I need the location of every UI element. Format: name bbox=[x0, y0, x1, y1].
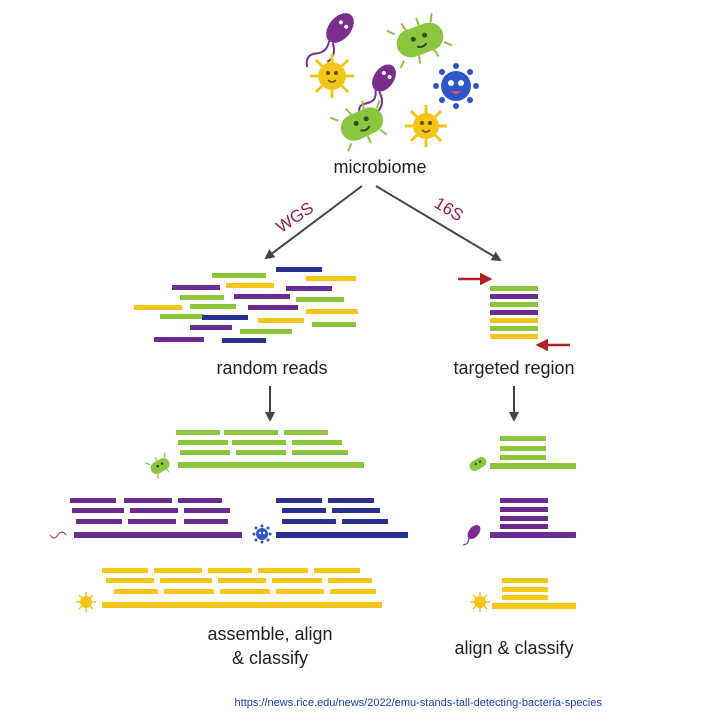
random-reads-label: random reads bbox=[216, 358, 327, 378]
wgs-assembly-purple bbox=[70, 498, 242, 538]
wgs-assembly-green bbox=[176, 430, 364, 468]
wgs-assembly-navy bbox=[276, 498, 408, 538]
16s-align-purple bbox=[490, 498, 576, 538]
16s-branch-label: 16S bbox=[431, 193, 467, 225]
16s-align-green bbox=[490, 436, 576, 469]
yellow-spiky-bacterium-icon bbox=[76, 592, 96, 612]
purple-flagellate-icon bbox=[49, 531, 67, 539]
green-rod-bacterium-icon bbox=[330, 99, 388, 152]
purple-flagellate-icon bbox=[462, 525, 481, 546]
random-reads-cluster bbox=[134, 267, 358, 343]
yellow-spiky-bacterium-icon bbox=[310, 54, 354, 98]
microbiome-label: microbiome bbox=[333, 157, 426, 177]
16s-align-yellow bbox=[492, 578, 576, 609]
wgs-branch-label: WGS bbox=[273, 198, 317, 236]
blue-virus-icon bbox=[252, 524, 272, 544]
yellow-spiky-bacterium-icon bbox=[470, 592, 490, 612]
targeted-region-label: targeted region bbox=[453, 358, 574, 378]
green-rod-bacterium-icon bbox=[386, 13, 453, 69]
classify-label: & classify bbox=[232, 648, 308, 668]
green-rod-bacterium-icon bbox=[145, 452, 170, 479]
source-credit-link[interactable]: https://news.rice.edu/news/2022/emu-stan… bbox=[235, 697, 603, 709]
targeted-region-stack bbox=[490, 286, 538, 339]
wgs-assembly-yellow bbox=[102, 568, 382, 608]
green-rod-bacterium-icon bbox=[469, 457, 487, 471]
purple-flagellate-icon bbox=[305, 13, 354, 68]
assemble-align-label: assemble, align bbox=[207, 624, 332, 644]
align-classify-label: align & classify bbox=[454, 638, 573, 658]
blue-virus-icon bbox=[433, 63, 479, 109]
yellow-spiky-bacterium-icon bbox=[405, 105, 447, 147]
wgs-branch-arrow bbox=[264, 185, 363, 260]
microbe-cluster bbox=[305, 13, 479, 152]
16s-branch-arrow bbox=[375, 185, 502, 262]
